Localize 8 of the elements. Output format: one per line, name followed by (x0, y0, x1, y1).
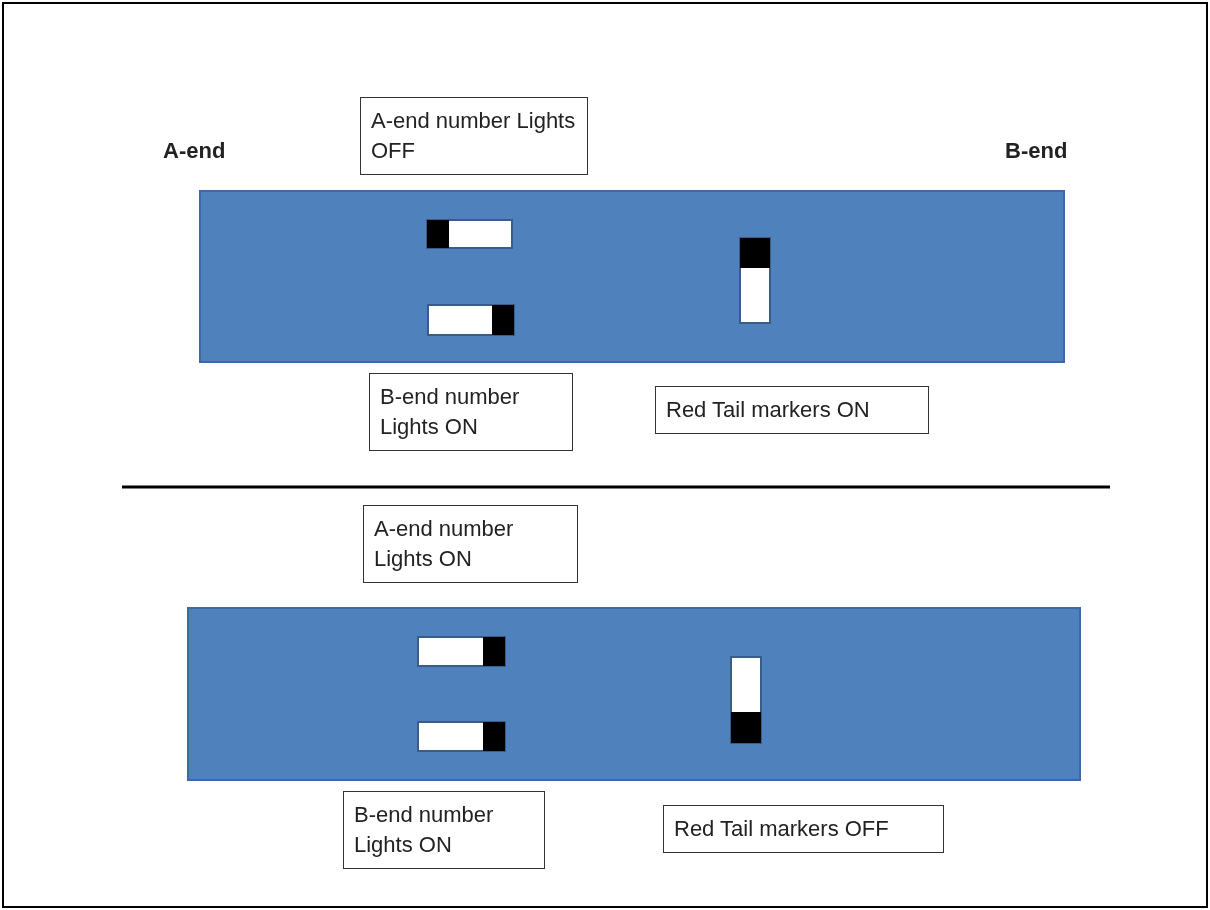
end-label: B-end (1005, 138, 1068, 164)
end-label: A-end (163, 138, 226, 164)
label-box: B-end number Lights ON (369, 373, 573, 451)
label-box: B-end number Lights ON (343, 791, 545, 869)
label-box: Red Tail markers OFF (663, 805, 944, 853)
label-box: A-end number Lights ON (363, 505, 578, 583)
label-box: Red Tail markers ON (655, 386, 929, 434)
label-box: A-end number Lights OFF (360, 97, 588, 175)
